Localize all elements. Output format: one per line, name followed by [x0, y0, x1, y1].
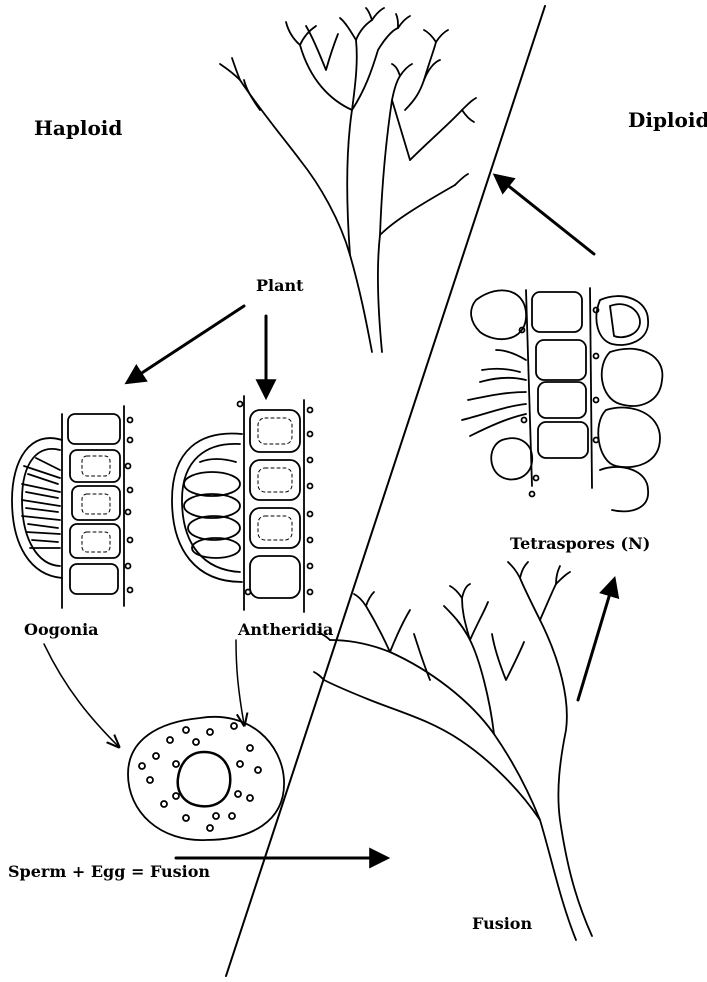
- arrow-plant-to-oogonia: [128, 306, 244, 382]
- oogonia-cells: [12, 406, 133, 608]
- diploid-label: Diploid: [628, 108, 707, 132]
- tetraspore-cells: [462, 288, 662, 511]
- plant-label: Plant: [256, 276, 304, 295]
- fusion-zygote-cell: [128, 717, 284, 840]
- haploid-plant-thallus: [220, 8, 476, 352]
- antheridia-cells: [172, 396, 313, 612]
- arrow-oogonia-to-zygote: [44, 644, 118, 746]
- arrow-antheridia-to-zygote: [236, 640, 244, 724]
- diploid-plant-thallus: [314, 562, 592, 940]
- tetraspores-label: Tetraspores (N): [510, 534, 650, 553]
- haploid-label: Haploid: [34, 116, 122, 140]
- arrow-to-top-diploid-plant: [496, 176, 594, 254]
- arrow-fusion-to-tetraspores: [578, 580, 614, 700]
- antheridia-label: Antheridia: [238, 620, 333, 639]
- fusion-equation-label: Sperm + Egg = Fusion: [8, 862, 210, 881]
- oogonia-label: Oogonia: [24, 620, 99, 639]
- fusion-label: Fusion: [472, 914, 532, 933]
- arrows: [44, 176, 614, 858]
